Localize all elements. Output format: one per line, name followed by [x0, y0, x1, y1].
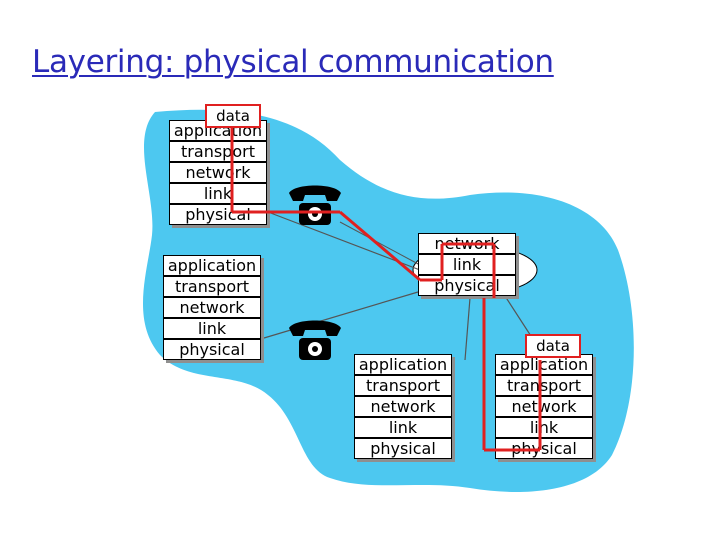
- layer-link: link: [354, 417, 452, 438]
- layer-application: application: [354, 354, 452, 375]
- layer-network: network: [169, 162, 267, 183]
- layer-network: network: [418, 233, 516, 254]
- page-title: Layering: physical communication: [32, 44, 554, 80]
- protocol-stack-mid-left: application transport network link physi…: [163, 255, 261, 360]
- protocol-stack-bottom-center: application transport network link physi…: [354, 354, 452, 459]
- layer-application: application: [163, 255, 261, 276]
- layer-network: network: [354, 396, 452, 417]
- layer-network: network: [163, 297, 261, 318]
- layer-transport: transport: [354, 375, 452, 396]
- layer-network: network: [495, 396, 593, 417]
- data-label-sender: data: [205, 104, 261, 128]
- layer-link: link: [418, 254, 516, 275]
- protocol-stack-top-left: application transport network link physi…: [169, 120, 267, 225]
- layer-physical: physical: [163, 339, 261, 360]
- layer-link: link: [169, 183, 267, 204]
- layer-transport: transport: [169, 141, 267, 162]
- layer-transport: transport: [495, 375, 593, 396]
- protocol-stack-bottom-right: application transport network link physi…: [495, 354, 593, 459]
- layer-physical: physical: [418, 275, 516, 296]
- protocol-stack-router: network link physical: [418, 233, 516, 296]
- phone-icon: [289, 320, 341, 360]
- layer-transport: transport: [163, 276, 261, 297]
- layer-physical: physical: [495, 438, 593, 459]
- data-label-receiver: data: [525, 334, 581, 358]
- layer-link: link: [163, 318, 261, 339]
- layer-link: link: [495, 417, 593, 438]
- layer-physical: physical: [354, 438, 452, 459]
- layer-physical: physical: [169, 204, 267, 225]
